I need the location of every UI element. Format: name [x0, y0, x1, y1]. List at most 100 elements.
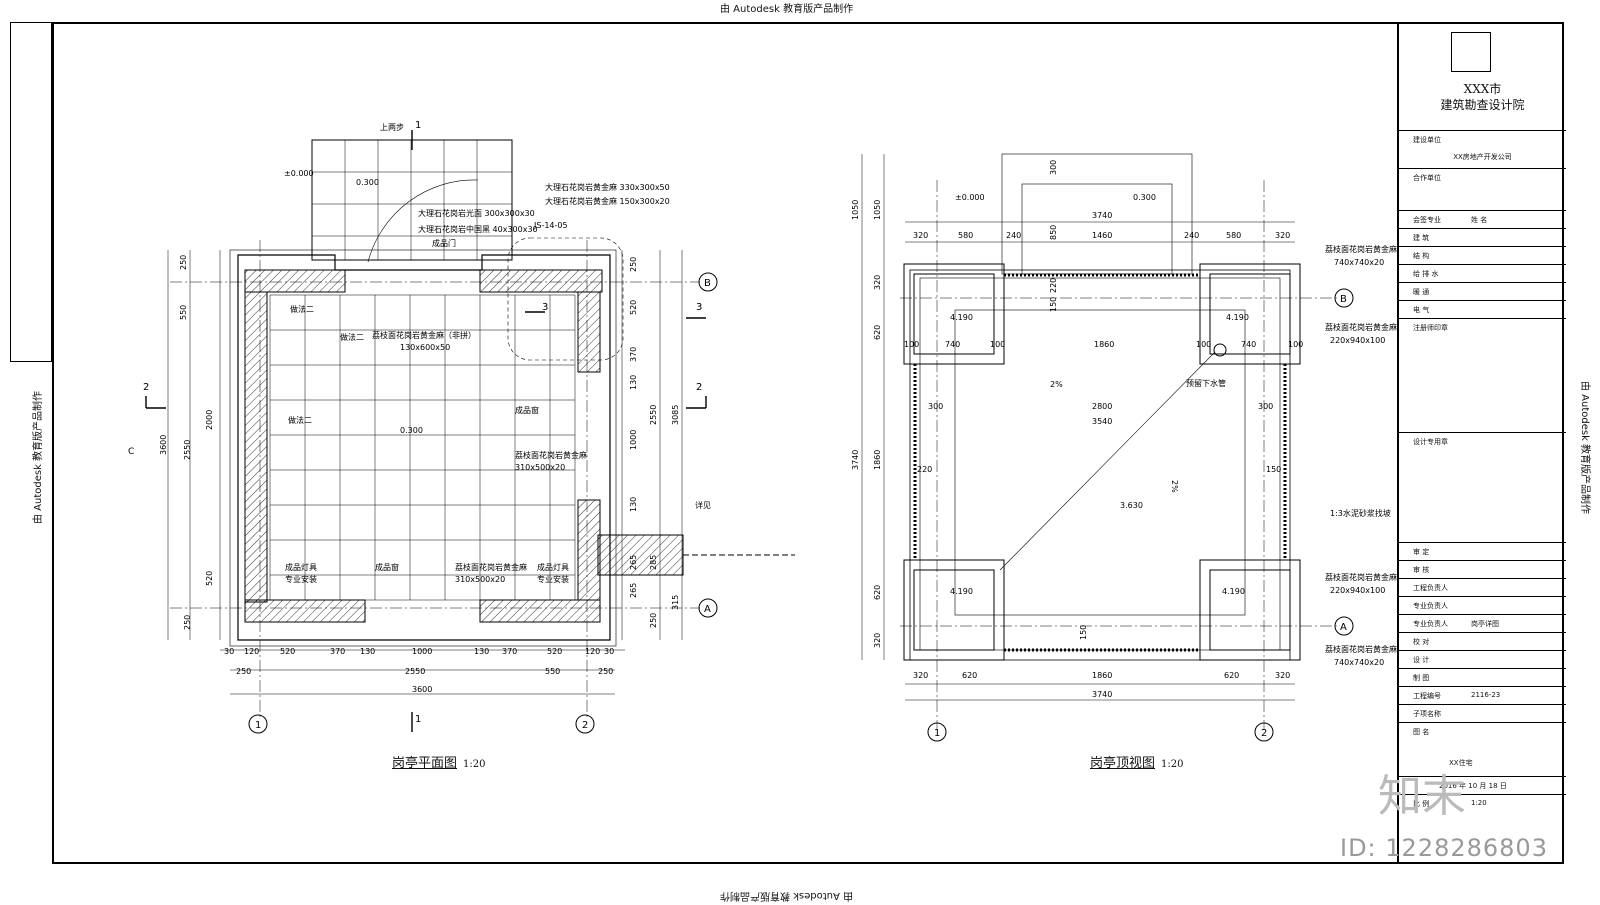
- svg-text:265: 265: [629, 583, 638, 598]
- svg-text:265: 265: [629, 555, 638, 570]
- svg-text:220: 220: [1049, 278, 1058, 293]
- svg-text:740: 740: [1241, 340, 1256, 349]
- svg-text:240: 240: [1006, 231, 1021, 240]
- svg-text:620: 620: [962, 671, 977, 680]
- svg-text:2: 2: [582, 720, 588, 731]
- svg-text:3085: 3085: [671, 405, 680, 425]
- svg-text:3740: 3740: [1092, 690, 1112, 699]
- svg-text:315: 315: [671, 595, 680, 610]
- svg-text:1: 1: [415, 714, 421, 725]
- svg-text:1: 1: [255, 720, 261, 731]
- svg-text:520: 520: [629, 300, 638, 315]
- svg-text:大理石花岗岩中国黑 40x300x30: 大理石花岗岩中国黑 40x300x30: [418, 224, 538, 234]
- svg-text:520: 520: [547, 647, 562, 656]
- svg-text:3: 3: [542, 302, 548, 313]
- svg-text:220x940x100: 220x940x100: [1330, 336, 1385, 345]
- svg-text:做法二: 做法二: [288, 415, 312, 425]
- svg-text:3600: 3600: [159, 435, 168, 455]
- svg-text:4.190: 4.190: [1226, 313, 1249, 322]
- svg-text:30: 30: [604, 647, 614, 656]
- plan-elev-0: ±0.000: [284, 169, 314, 178]
- svg-text:2: 2: [696, 382, 702, 393]
- svg-text:620: 620: [1224, 671, 1239, 680]
- svg-text:310x500x20: 310x500x20: [515, 463, 565, 472]
- svg-text:3.630: 3.630: [1120, 501, 1143, 510]
- left-strip: [10, 22, 52, 362]
- svg-text:荔枝面花岗岩黄金麻: 荔枝面花岗岩黄金麻: [1325, 644, 1397, 654]
- svg-text:130x600x50: 130x600x50: [400, 343, 450, 352]
- svg-text:1: 1: [934, 728, 940, 739]
- svg-text:B: B: [704, 278, 711, 289]
- svg-text:2550: 2550: [405, 667, 425, 676]
- svg-text:370: 370: [330, 647, 345, 656]
- svg-text:2800: 2800: [1092, 402, 1112, 411]
- institute-name: 建筑勘查设计院: [1440, 98, 1525, 112]
- svg-text:1:3水泥砂浆找坡: 1:3水泥砂浆找坡: [1330, 508, 1391, 518]
- svg-text:300: 300: [1049, 160, 1058, 175]
- svg-text:B: B: [1340, 294, 1347, 305]
- svg-text:240: 240: [1184, 231, 1199, 240]
- svg-text:320: 320: [913, 231, 928, 240]
- svg-text:详见: 详见: [695, 500, 711, 510]
- svg-text:1460: 1460: [1092, 231, 1112, 240]
- svg-text:620: 620: [873, 585, 882, 600]
- svg-text:370: 370: [629, 347, 638, 362]
- svg-text:A: A: [1340, 622, 1347, 633]
- svg-text:310x500x20: 310x500x20: [455, 575, 505, 584]
- svg-text:成品窗: 成品窗: [375, 562, 399, 572]
- roof-text: ±0.000 0.300 4.190 4.190 4.190 4.190 3.6…: [851, 160, 1397, 739]
- client-value: XX房地产开发公司: [1453, 153, 1512, 161]
- svg-text:成品灯具: 成品灯具: [285, 562, 317, 572]
- svg-text:荔枝面花岗岩黄金麻: 荔枝面花岗岩黄金麻: [515, 450, 587, 460]
- svg-text:130: 130: [629, 375, 638, 390]
- svg-text:做法二: 做法二: [290, 304, 314, 314]
- plan-elev-1: 0.300: [356, 178, 379, 187]
- svg-text:荔枝面花岗岩黄金麻（非拼）: 荔枝面花岗岩黄金麻（非拼）: [372, 330, 476, 340]
- svg-text:130: 130: [474, 647, 489, 656]
- svg-text:±0.000: ±0.000: [955, 193, 985, 202]
- plan-elev-2: 0.300: [400, 426, 423, 435]
- svg-text:250: 250: [179, 255, 188, 270]
- svg-text:300: 300: [1258, 402, 1273, 411]
- svg-text:1050: 1050: [851, 200, 860, 220]
- logo-box: [1451, 32, 1491, 72]
- svg-text:250: 250: [649, 613, 658, 628]
- svg-text:3: 3: [696, 302, 702, 313]
- svg-text:520: 520: [205, 571, 214, 586]
- svg-text:JS-14-05: JS-14-05: [533, 221, 568, 230]
- svg-text:2%: 2%: [1050, 380, 1063, 389]
- svg-text:2550: 2550: [649, 405, 658, 425]
- svg-text:250: 250: [629, 257, 638, 272]
- svg-text:3600: 3600: [412, 685, 432, 694]
- svg-text:2: 2: [143, 382, 149, 393]
- svg-text:成品门: 成品门: [432, 238, 456, 248]
- svg-text:130: 130: [629, 497, 638, 512]
- svg-text:上两步: 上两步: [380, 123, 404, 132]
- svg-text:成品灯具: 成品灯具: [537, 562, 569, 572]
- svg-text:3740: 3740: [1092, 211, 1112, 220]
- svg-text:荔枝面花岗岩黄金麻: 荔枝面花岗岩黄金麻: [1325, 572, 1397, 582]
- svg-text:300: 300: [928, 402, 943, 411]
- svg-text:成品窗: 成品窗: [515, 405, 539, 415]
- svg-text:150: 150: [1079, 625, 1088, 640]
- svg-text:100: 100: [904, 340, 919, 349]
- plan-drawing: [145, 130, 795, 734]
- svg-text:320: 320: [873, 633, 882, 648]
- institute-city: XXX市: [1463, 82, 1502, 96]
- svg-text:100: 100: [1196, 340, 1211, 349]
- svg-text:100: 100: [1288, 340, 1303, 349]
- svg-text:550: 550: [179, 305, 188, 320]
- roof-drawing: [861, 153, 1354, 742]
- svg-text:620: 620: [873, 325, 882, 340]
- svg-text:320: 320: [873, 275, 882, 290]
- svg-text:740x740x20: 740x740x20: [1334, 658, 1384, 667]
- svg-text:580: 580: [1226, 231, 1241, 240]
- plan-text: ±0.000 0.300 0.300 上两步 大理石花岗岩黄金麻 330x300…: [128, 120, 711, 731]
- svg-text:320: 320: [1275, 231, 1290, 240]
- svg-text:220: 220: [917, 465, 932, 474]
- svg-text:荔枝面花岗岩黄金麻: 荔枝面花岗岩黄金麻: [455, 562, 527, 572]
- svg-text:1: 1: [415, 120, 421, 131]
- svg-text:4.190: 4.190: [1222, 587, 1245, 596]
- svg-text:1000: 1000: [629, 430, 638, 450]
